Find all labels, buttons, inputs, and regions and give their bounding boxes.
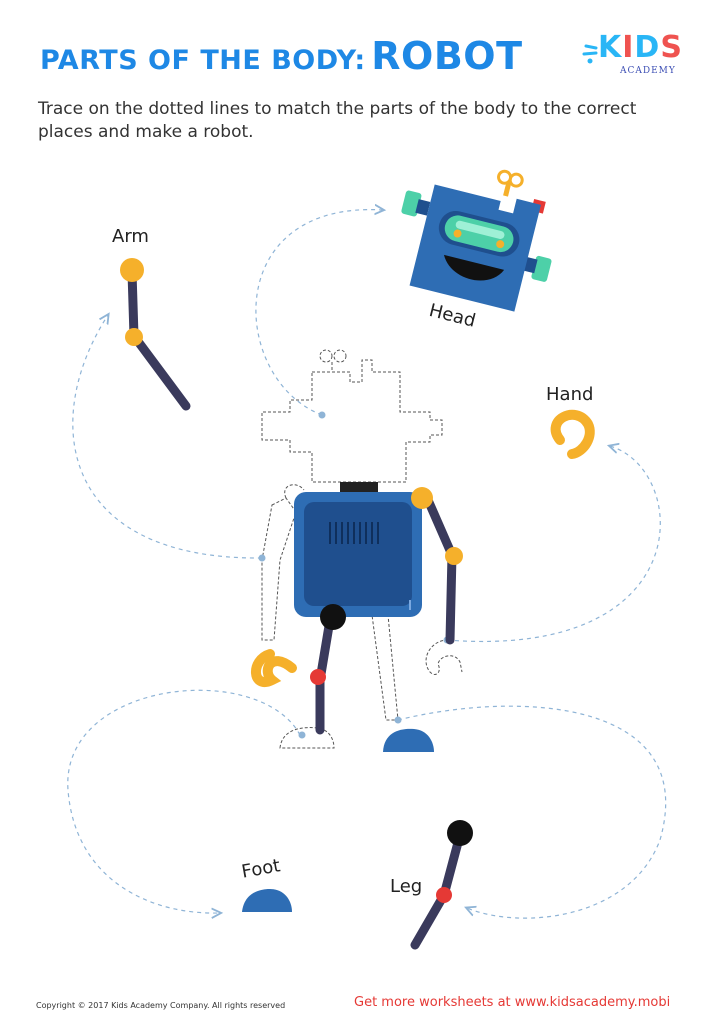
leg-start-dot: [394, 716, 402, 724]
instructions-text: Trace on the dotted lines to match the p…: [38, 99, 637, 142]
path-arm[interactable]: [72, 315, 263, 559]
more-worksheets-link[interactable]: Get more worksheets at www.kidsacademy.m…: [354, 995, 671, 1010]
knee-joint: [310, 669, 326, 685]
logo-letter-k: K: [598, 30, 623, 65]
label-arm: Arm: [112, 226, 149, 247]
arm-start-dot: [258, 554, 266, 562]
hip-joint: [320, 604, 346, 630]
logo-letter-d: D: [634, 30, 661, 65]
path-foot[interactable]: [67, 689, 301, 913]
page-title: PARTS OF THE BODY: ROBOT: [40, 34, 523, 78]
logo-kids: KIDS: [598, 30, 683, 65]
title-prefix: PARTS OF THE BODY:: [40, 45, 366, 76]
path-leg[interactable]: [397, 705, 667, 919]
logo-academy: ACADEMY: [620, 66, 676, 76]
foot-part[interactable]: [242, 889, 292, 912]
foot-start-dot: [298, 731, 306, 739]
shoulder-joint: [411, 487, 433, 509]
hand-outline[interactable]: [425, 639, 463, 675]
head-outline[interactable]: [261, 349, 443, 483]
kids-academy-logo: KIDS ACADEMY: [582, 30, 692, 82]
leg-outline[interactable]: [371, 614, 399, 721]
path-head[interactable]: [255, 210, 383, 416]
title-main: ROBOT: [371, 34, 523, 78]
splash-icon: [582, 44, 598, 64]
elbow-joint: [445, 547, 463, 565]
robot-right-arm: [423, 495, 457, 645]
robot-right-foot: [383, 728, 434, 752]
torso-vent-icon: [329, 522, 379, 544]
head-part[interactable]: [384, 149, 570, 317]
leg-part[interactable]: [410, 820, 473, 950]
robot-torso-panel: [304, 502, 412, 606]
logo-letter-i: I: [622, 30, 635, 65]
head-start-dot: [318, 411, 326, 419]
logo-letter-s: S: [660, 30, 683, 65]
robot-left-hand: [251, 649, 297, 687]
label-leg: Leg: [390, 876, 423, 897]
hand-part[interactable]: [550, 409, 595, 459]
copyright-text: Copyright © 2017 Kids Academy Company. A…: [36, 1001, 286, 1010]
foot-outline[interactable]: [279, 727, 335, 749]
arm-outline[interactable]: [261, 484, 305, 641]
label-hand: Hand: [546, 384, 594, 405]
arm-part[interactable]: [120, 258, 191, 411]
path-hand[interactable]: [446, 446, 661, 643]
